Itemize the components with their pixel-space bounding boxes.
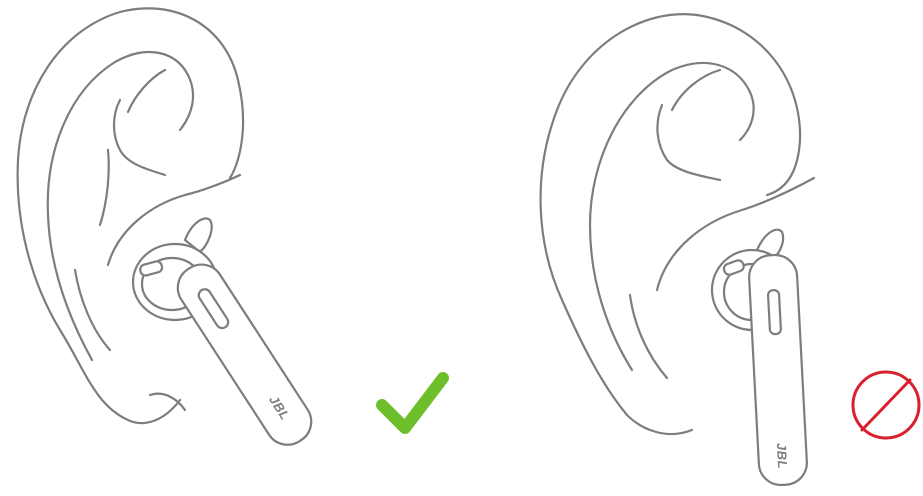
- earbud-stem: JBL: [169, 256, 319, 453]
- incorrect-fit-drawing: JBL: [462, 0, 923, 496]
- checkmark-icon: [382, 378, 443, 428]
- prohibited-icon: [853, 372, 919, 438]
- earbud-stem: JBL: [748, 254, 808, 486]
- correct-fit-illustration: JBL: [0, 0, 461, 496]
- incorrect-fit-illustration: JBL: [462, 0, 923, 496]
- ear-antihelix: [100, 70, 165, 225]
- correct-fit-drawing: JBL: [0, 0, 461, 496]
- jbl-logo: JBL: [774, 443, 790, 470]
- ear-outline: [18, 8, 243, 423]
